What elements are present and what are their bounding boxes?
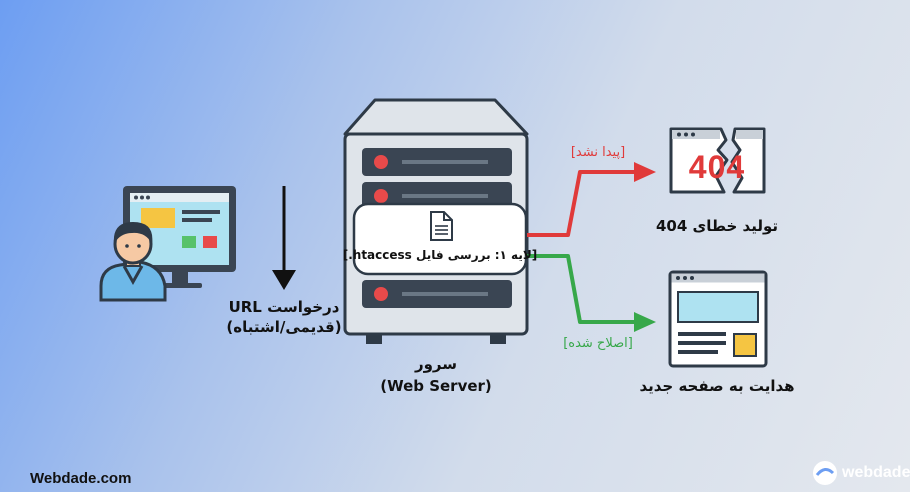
redirect-branch-arrow xyxy=(527,254,656,332)
broken-404-window-icon xyxy=(669,127,766,194)
server-unit-3 xyxy=(362,280,512,308)
server-unit-1 xyxy=(362,148,512,176)
server-name: سرور xyxy=(414,355,458,373)
file-icon xyxy=(430,211,453,241)
error-caption: تولید خطای 404 xyxy=(655,217,779,235)
not-found-tag: [پیدا نشد] xyxy=(570,145,626,160)
fixed-tag: [اصلاح شده] xyxy=(563,336,633,351)
error-code: 404 xyxy=(688,149,746,185)
server-name-en: (Web Server) xyxy=(380,377,492,395)
error-branch-arrow xyxy=(527,162,656,237)
user-computer-icon xyxy=(99,186,236,302)
server-icon xyxy=(343,98,529,344)
site-url: Webdade.com xyxy=(30,470,132,487)
redirect-caption: هدایت به صفحه جدید xyxy=(639,377,795,395)
htaccess-layer-label: [لایه ۱: بررسی فایل htaccess.] xyxy=(342,248,538,262)
request-arrow xyxy=(272,186,296,290)
brand-logo-text: webdade xyxy=(842,464,910,481)
request-label: درخواست URL xyxy=(228,298,340,316)
new-page-window-icon xyxy=(668,270,768,368)
webdade-logo-icon xyxy=(813,461,837,485)
request-sublabel: (قدیمی/اشتباه) xyxy=(226,318,342,336)
